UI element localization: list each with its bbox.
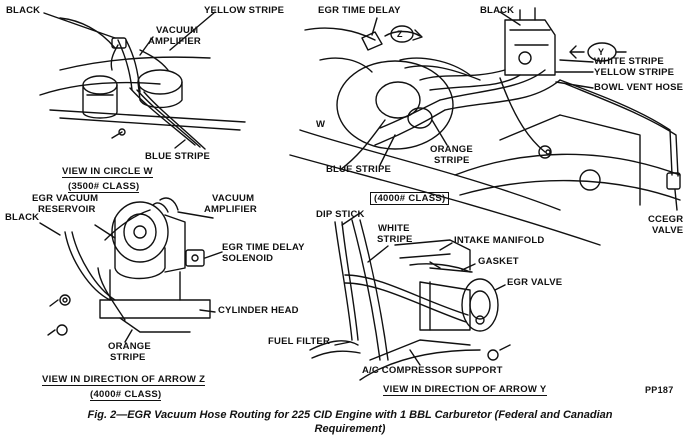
label-egr-valve: EGR VALVE bbox=[507, 277, 563, 288]
view-arrow-z-art bbox=[39, 197, 223, 343]
label-yellow-stripe-top: YELLOW STRIPE bbox=[204, 5, 285, 16]
label-egr-time-delay-solenoid-2: SOLENOID bbox=[222, 253, 274, 264]
label-orange-stripe-bottom-1: ORANGE bbox=[108, 341, 151, 352]
plate-code: PP187 bbox=[645, 385, 674, 395]
label-vacuum-amplifier-top-2: AMPLIFIER bbox=[148, 36, 201, 47]
figure-caption-line-1: Fig. 2—EGR Vacuum Hose Routing for 225 C… bbox=[87, 409, 613, 421]
caption-class-4000-bottom: (4000# CLASS) bbox=[90, 389, 162, 401]
caption-view-in-circle-w: VIEW IN CIRCLE W bbox=[62, 166, 153, 178]
label-ac-compressor-support: A/C COMPRESSOR SUPPORT bbox=[362, 365, 503, 376]
label-orange-stripe-bottom-2: STRIPE bbox=[110, 352, 146, 363]
label-ccegr-valve-1: CCEGR bbox=[648, 214, 684, 225]
engine-overview-art bbox=[289, 7, 681, 246]
label-gasket: GASKET bbox=[478, 256, 519, 267]
label-fuel-filter: FUEL FILTER bbox=[268, 336, 331, 347]
label-vacuum-amplifier-top-1: VACUUM bbox=[156, 25, 199, 36]
label-bowl-vent-hose: BOWL VENT HOSE bbox=[594, 82, 684, 93]
label-egr-vacuum-reservoir-1: EGR VACUUM bbox=[32, 193, 99, 204]
label-black-top-left: BLACK bbox=[6, 5, 41, 16]
label-z-arrow: Z bbox=[397, 29, 403, 39]
label-black-top-right: BLACK bbox=[480, 5, 515, 16]
label-dip-stick: DIP STICK bbox=[316, 209, 365, 220]
label-blue-stripe-right: BLUE STRIPE bbox=[326, 164, 392, 175]
label-white-stripe-mid-2: STRIPE bbox=[377, 234, 413, 245]
label-black-mid-left: BLACK bbox=[5, 212, 40, 223]
view-circle-w-art bbox=[39, 11, 246, 150]
label-y-arrow: Y bbox=[598, 47, 605, 57]
label-vacuum-amplifier-mid-1: VACUUM bbox=[212, 193, 255, 204]
label-orange-stripe-top-2: STRIPE bbox=[434, 155, 470, 166]
label-intake-manifold: INTAKE MANIFOLD bbox=[454, 235, 545, 246]
label-egr-time-delay-solenoid-1: EGR TIME DELAY bbox=[222, 242, 305, 253]
caption-view-arrow-y: VIEW IN DIRECTION OF ARROW Y bbox=[383, 384, 547, 396]
label-white-stripe-mid-1: WHITE bbox=[378, 223, 410, 234]
label-white-stripe-right: WHITE STRIPE bbox=[594, 56, 664, 67]
view-arrow-y-art bbox=[309, 212, 511, 381]
label-orange-stripe-top-1: ORANGE bbox=[430, 144, 473, 155]
label-w-marker: W bbox=[316, 119, 326, 130]
caption-class-3500: (3500# CLASS) bbox=[68, 181, 140, 193]
caption-class-4000-top: (4000# CLASS) bbox=[370, 192, 450, 205]
label-egr-time-delay-top: EGR TIME DELAY bbox=[318, 5, 401, 16]
label-cylinder-head: CYLINDER HEAD bbox=[218, 305, 299, 316]
label-yellow-stripe-right: YELLOW STRIPE bbox=[594, 67, 675, 78]
figure-caption-line-2: Requirement) bbox=[314, 423, 386, 435]
label-egr-vacuum-reservoir-2: RESERVOIR bbox=[38, 204, 96, 215]
label-blue-stripe-left: BLUE STRIPE bbox=[145, 151, 211, 162]
label-ccegr-valve-2: VALVE bbox=[652, 225, 684, 236]
caption-view-arrow-z: VIEW IN DIRECTION OF ARROW Z bbox=[42, 374, 206, 386]
label-vacuum-amplifier-mid-2: AMPLIFIER bbox=[204, 204, 257, 215]
